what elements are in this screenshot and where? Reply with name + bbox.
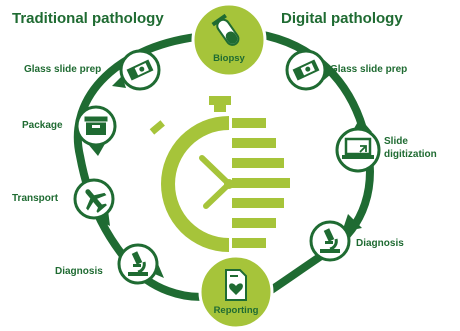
trad-glass-slide-prep-label: Glass slide prep xyxy=(24,64,102,75)
digital-arrow-3 xyxy=(342,214,362,232)
reporting-label: Reporting xyxy=(213,305,259,316)
trad-diagnosis-node xyxy=(117,243,164,285)
glass-slide-icon xyxy=(292,59,320,81)
digital-pathology-title: Digital pathology xyxy=(281,10,403,27)
package-box-icon xyxy=(83,115,109,135)
dig-diagnosis-label: Diagnosis xyxy=(356,238,404,249)
dig-diagnosis-node xyxy=(309,220,351,262)
dig-digitization-label-line2: digitization xyxy=(384,149,437,160)
trad-diagnosis-label: Diagnosis xyxy=(55,266,103,277)
microscope-icon xyxy=(128,251,148,276)
trad-package-node xyxy=(75,105,117,156)
biopsy-label: Biopsy xyxy=(213,53,245,64)
laptop-cursor-icon xyxy=(342,137,374,159)
report-heart-icon xyxy=(225,269,247,301)
dig-glass-slide-prep-label: Glass slide prep xyxy=(330,64,408,75)
traditional-pathology-title: Traditional pathology xyxy=(12,10,164,27)
trad-glass-slide-node xyxy=(112,49,161,91)
trad-transport-label: Transport xyxy=(12,193,59,204)
test-tube-icon xyxy=(211,13,240,46)
trad-package-label: Package xyxy=(22,120,63,131)
stopwatch-icon xyxy=(149,96,290,252)
trad-transport-node xyxy=(73,178,115,226)
airplane-icon xyxy=(85,189,107,213)
dig-slide-label-line1: Slide xyxy=(384,136,408,147)
glass-slide-icon xyxy=(126,59,154,81)
microscope-icon xyxy=(320,228,340,253)
dig-glass-slide-node xyxy=(285,49,327,91)
dig-digitization-node xyxy=(335,127,381,173)
